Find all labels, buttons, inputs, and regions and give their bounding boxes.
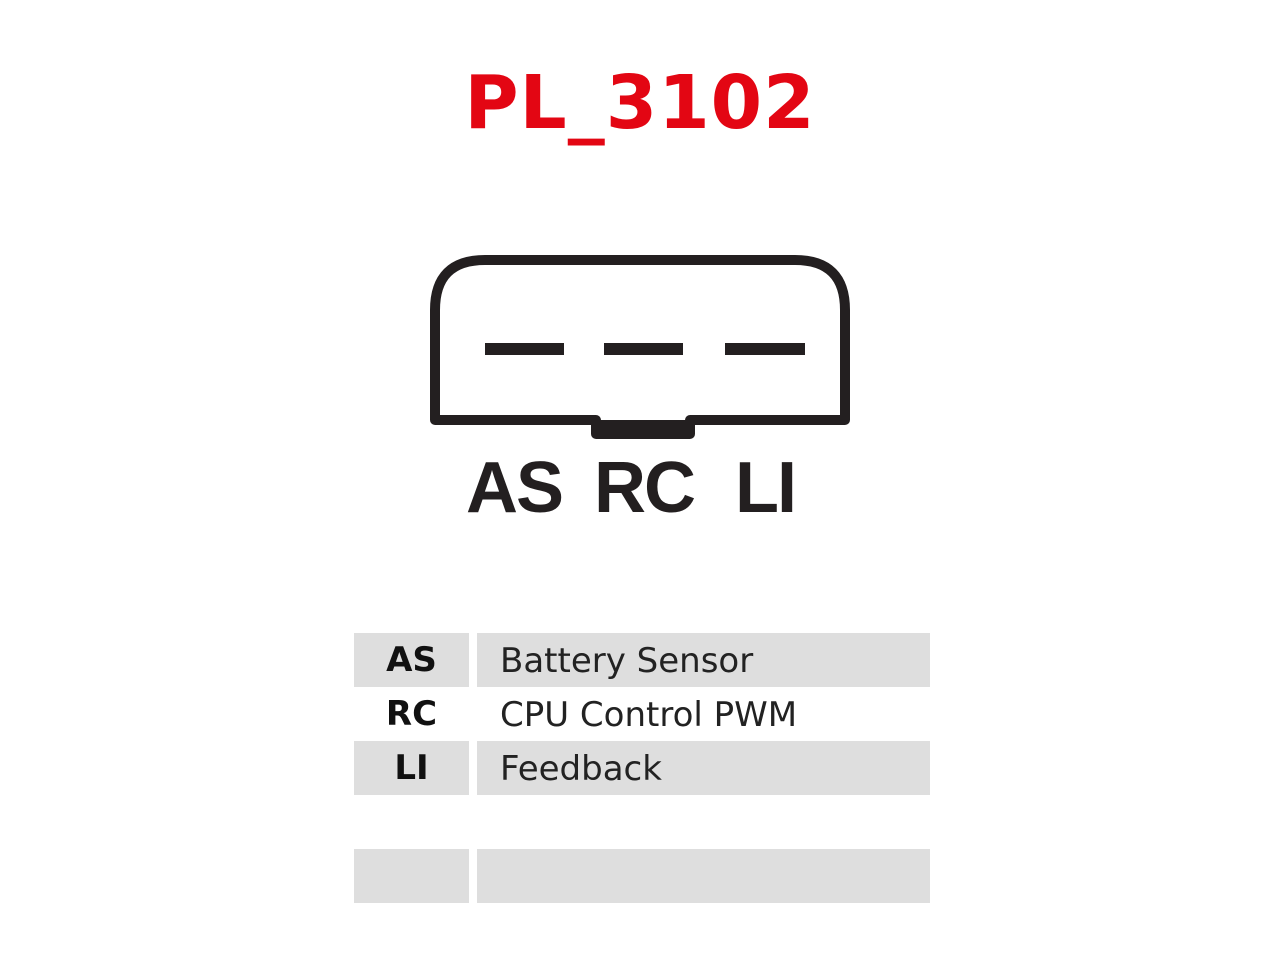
pin-slot-li: [725, 343, 805, 355]
table-row: RC CPU Control PWM: [354, 687, 930, 741]
part-number-title: PL_3102: [464, 60, 816, 146]
pin-description-cell: CPU Control PWM: [500, 695, 798, 735]
connector-pin-label-li: LI: [735, 448, 797, 528]
table-row: [354, 795, 930, 849]
pin-code-cell: [354, 795, 469, 849]
connector-housing-outline: [430, 255, 850, 439]
pin-description-cell: Feedback: [477, 741, 930, 795]
pin-code-cell: [354, 849, 469, 903]
pin-code-cell: AS: [354, 633, 469, 687]
connector-latch: [596, 420, 690, 436]
connector-pin-label-as: AS: [466, 448, 564, 528]
pin-slot-rc: [604, 343, 683, 355]
pin-code-cell: RC: [385, 694, 438, 734]
table-row: [354, 849, 930, 903]
pin-code-cell: LI: [354, 741, 469, 795]
connector-diagram: [430, 255, 850, 439]
pin-description-cell: [477, 795, 930, 849]
pin-description-cell: [477, 849, 930, 903]
connector-pin-label-rc: RC: [594, 448, 696, 528]
pin-slot-as: [485, 343, 564, 355]
pin-description-cell: Battery Sensor: [477, 633, 930, 687]
